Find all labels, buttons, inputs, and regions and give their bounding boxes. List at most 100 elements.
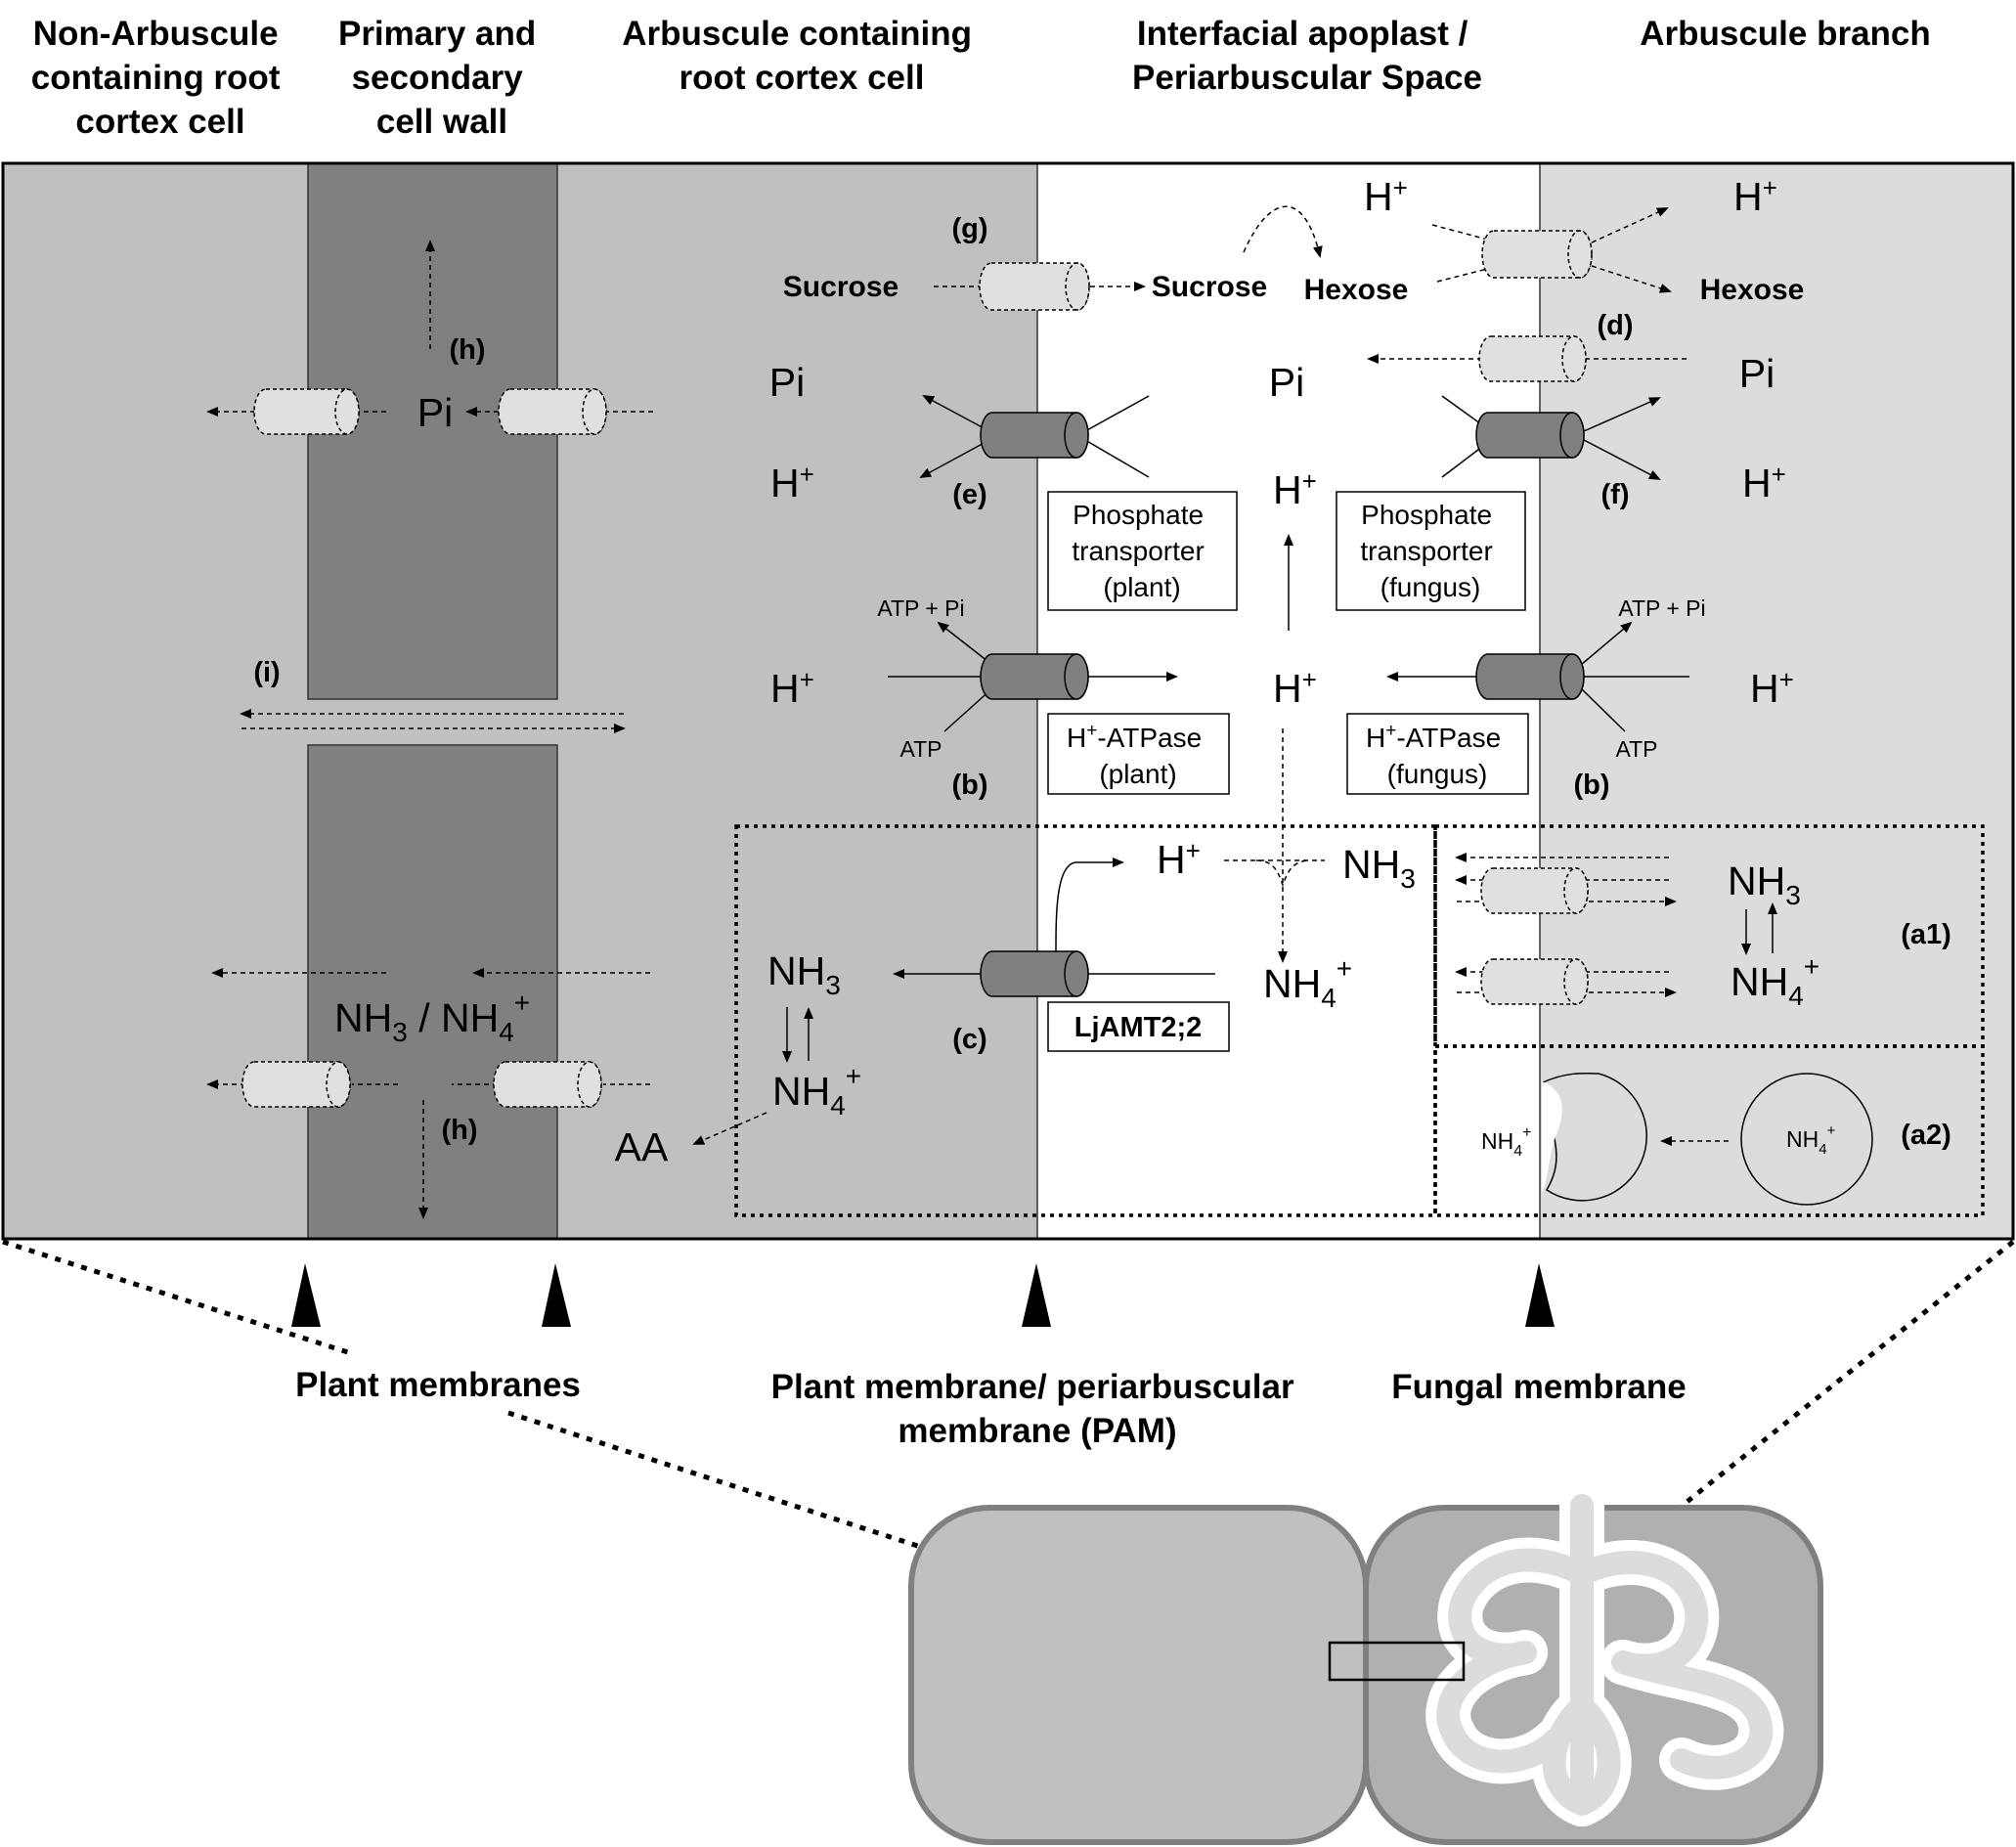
nh4-vesicle: NH4+ bbox=[1786, 1122, 1836, 1158]
h-plus-fungus-b: H+ bbox=[1750, 665, 1794, 711]
svg-text:H+-ATPase (fungus): H+-ATPase (fungus) bbox=[1366, 721, 1509, 789]
arbuscule-core bbox=[1436, 1494, 1774, 1816]
header-interfacial-apoplast: Interfacial apoplast / Periarbuscular Sp… bbox=[1132, 15, 1482, 97]
label-h-top: (h) bbox=[449, 334, 485, 366]
transporter-ammonium-plant bbox=[980, 950, 1089, 997]
label-b-plant: (b) bbox=[951, 770, 987, 801]
transporter-nh-wall-right bbox=[493, 1061, 602, 1108]
atp-plant: ATP bbox=[899, 736, 942, 762]
h-plus-plant-b: H+ bbox=[770, 665, 814, 711]
svg-text:Phosphate transporter: Phosphate transporter (fungus) bbox=[1360, 500, 1500, 602]
hexose-fungus: Hexose bbox=[1700, 274, 1805, 306]
pi-wall: Pi bbox=[417, 390, 453, 435]
row-wall-ammonium: NH3 / NH4+ (h) bbox=[206, 968, 650, 1219]
nh3-apoplast: NH3 bbox=[1342, 842, 1416, 894]
cortex-cell-left bbox=[908, 1505, 1369, 1845]
label-e: (e) bbox=[952, 479, 986, 510]
label-a2: (a2) bbox=[1901, 1120, 1951, 1151]
transporter-pi-wall-right bbox=[498, 388, 607, 435]
transporter-hexose-fungus bbox=[1481, 230, 1593, 279]
pi-fungus: Pi bbox=[1739, 351, 1775, 396]
row-wall-pi: (h) Pi bbox=[206, 240, 653, 435]
sucrose-apoplast: Sucrose bbox=[1152, 271, 1267, 303]
hexose-apoplast: Hexose bbox=[1304, 274, 1409, 306]
region-wall-lower bbox=[307, 744, 558, 1240]
header-non-arbuscule-cell: Non-Arbuscule containing root cortex cel… bbox=[31, 15, 289, 141]
label-b-fungus: (b) bbox=[1573, 770, 1609, 801]
box-atpase-plant bbox=[1047, 713, 1230, 795]
pi-apoplast: Pi bbox=[1269, 360, 1304, 405]
vesicle bbox=[1740, 1073, 1873, 1206]
label-c: (c) bbox=[952, 1024, 986, 1055]
marker-pam bbox=[1022, 1263, 1051, 1327]
region-arbuscule-branch bbox=[1540, 163, 2013, 1239]
box-phosphate-transporter-fungus bbox=[1336, 491, 1526, 611]
pi-plant: Pi bbox=[769, 360, 805, 405]
row-atpase: H+ ATP + Pi ATP (b) H+ ATP + Pi ATP H+ (… bbox=[770, 595, 1794, 801]
column-headers: Non-Arbuscule containing root cortex cel… bbox=[31, 15, 1931, 141]
label-pam: Plant membrane/ periarbuscular membrane … bbox=[771, 1368, 1304, 1450]
svg-text:H+-ATPase (plant): H+-ATPase (plant) bbox=[1067, 721, 1209, 789]
marker-fungal-membrane bbox=[1525, 1263, 1555, 1327]
ljamt2-2-label: LjAMT2;2 bbox=[1074, 1012, 1203, 1043]
label-i: (i) bbox=[253, 657, 280, 688]
h-plus-apoplast-c: H+ bbox=[1157, 836, 1201, 882]
atp-pi-fungus: ATP + Pi bbox=[1618, 595, 1705, 621]
zoom-source-box bbox=[1328, 1641, 1466, 1682]
nh3-plant: NH3 bbox=[767, 948, 841, 1000]
h-plus-apoplast-top: H+ bbox=[1364, 173, 1408, 219]
header-cell-wall: Primary and secondary cell wall bbox=[338, 15, 546, 141]
row-symplastic-transport: (i) bbox=[240, 657, 626, 733]
transporter-sucrose-plant bbox=[979, 262, 1090, 311]
nh4-vesicle-fused: NH4+ bbox=[1481, 1124, 1531, 1160]
transporter-nh-fungus-2 bbox=[1480, 958, 1589, 1005]
label-h-bottom: (h) bbox=[441, 1115, 477, 1146]
row-sugar-transport: (g) Sucrose Sucrose Hexose H+ H+ Hexose … bbox=[769, 173, 1805, 405]
membrane-markers bbox=[291, 1263, 1555, 1327]
header-arbuscule-cell: Arbuscule containing root cortex cell bbox=[622, 15, 982, 97]
marker-plant-membrane-1 bbox=[291, 1263, 321, 1327]
atp-pi-plant: ATP + Pi bbox=[877, 595, 964, 621]
h-plus-fungus-top: H+ bbox=[1733, 173, 1777, 219]
box-phosphate-transporter-plant bbox=[1047, 491, 1238, 611]
transporter-atpase-fungus bbox=[1475, 653, 1585, 700]
transporter-pi-wall-left bbox=[253, 388, 360, 435]
h-plus-fungus-f: H+ bbox=[1742, 460, 1786, 506]
label-plant-membranes: Plant membranes bbox=[295, 1366, 581, 1404]
atp-fungus: ATP bbox=[1615, 736, 1657, 762]
transporters bbox=[241, 230, 1593, 1108]
label-f: (f) bbox=[1601, 479, 1630, 510]
sucrose-plant: Sucrose bbox=[783, 271, 898, 303]
region-periarbuscular-space bbox=[1037, 163, 1540, 1239]
label-g: (g) bbox=[951, 213, 987, 244]
cell-illustration bbox=[908, 1483, 1823, 1845]
box-ljamt2-2 bbox=[1047, 1001, 1230, 1052]
box-atpase-fungus bbox=[1346, 713, 1529, 795]
h-plus-apoplast-b: H+ bbox=[1273, 665, 1317, 711]
svg-text:Phosphate transporter: Phosphate transporter (plant) bbox=[1072, 500, 1211, 602]
aa-plant: AA bbox=[615, 1124, 669, 1169]
transporter-pi-fungus-efflux bbox=[1478, 335, 1587, 382]
transporter-phosphate-plant bbox=[980, 412, 1089, 459]
nh3-nh4-wall: NH3 / NH4+ bbox=[334, 988, 530, 1047]
header-arbuscule-branch: Arbuscule branch bbox=[1640, 15, 1931, 53]
row-phosphate-transport: H+ (e) H+ (f) H+ Phosphate transporter (… bbox=[770, 395, 1786, 631]
dotted-box-a2 bbox=[1433, 1044, 1985, 1217]
main-panel bbox=[1, 161, 2015, 1241]
transporter-nh-fungus-1 bbox=[1480, 867, 1589, 914]
label-fungal-membrane: Fungal membrane bbox=[1391, 1368, 1686, 1406]
h-plus-apoplast-mid: H+ bbox=[1273, 466, 1317, 512]
nh4-plant: NH4+ bbox=[772, 1061, 861, 1121]
nh4-apoplast: NH4+ bbox=[1263, 953, 1352, 1013]
panel-border bbox=[1, 161, 2015, 1241]
marker-plant-membrane-2 bbox=[542, 1263, 571, 1327]
transporter-nh-wall-left bbox=[241, 1061, 351, 1108]
label-d: (d) bbox=[1597, 310, 1633, 341]
label-a1: (a1) bbox=[1901, 919, 1951, 950]
nh4-fungus: NH4+ bbox=[1731, 951, 1819, 1011]
nh3-fungus: NH3 bbox=[1728, 858, 1801, 910]
transporter-atpase-plant bbox=[980, 653, 1089, 700]
transporter-phosphate-fungus bbox=[1475, 412, 1585, 459]
ammonium-region: H+ NH3 NH4+ LjAMT2;2 (c) NH3 NH4+ AA bbox=[615, 728, 1985, 1217]
